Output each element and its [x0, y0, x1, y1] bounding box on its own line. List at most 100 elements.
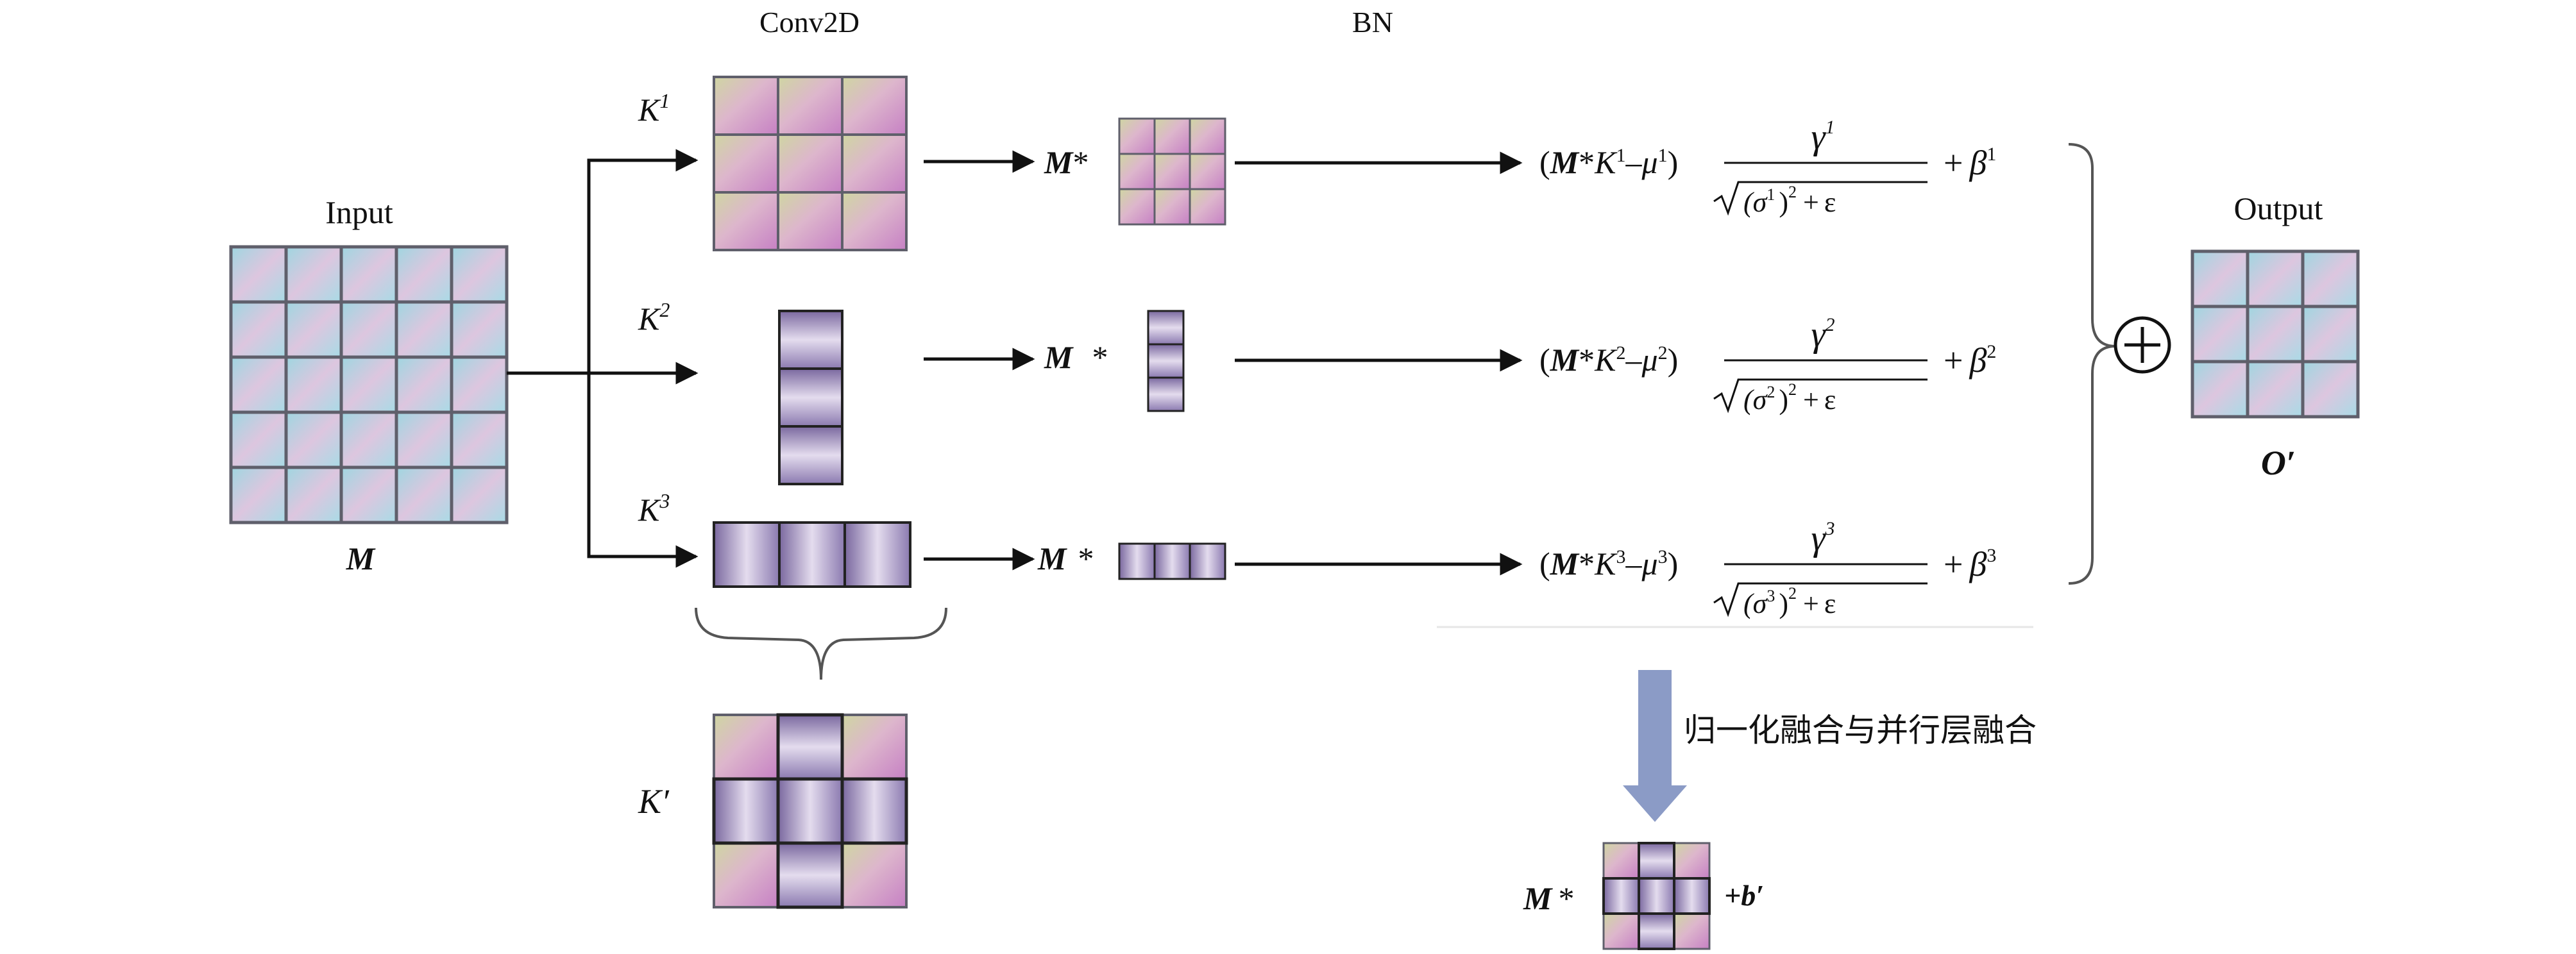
output-matrix-cell — [2190, 249, 2250, 308]
fused-kernel-horizontal-cell — [776, 777, 844, 845]
input-matrix-cell — [394, 300, 453, 359]
input-matrix-cell — [339, 355, 398, 414]
output-symbol: O′ — [2261, 444, 2296, 482]
bn-denominator-3: (σ3)2+ε — [1743, 584, 1836, 619]
output-matrix-cell — [2190, 305, 2250, 364]
product-3-matrix-cell — [1153, 542, 1191, 580]
product-1-matrix-cell — [1118, 153, 1156, 190]
input-matrix-cell — [450, 245, 509, 304]
input-matrix-cell — [229, 300, 288, 359]
result-matrix-cell — [1673, 842, 1711, 880]
fused-kernel-matrix-cell — [713, 714, 779, 780]
kernel-3-matrix-cell — [713, 521, 781, 588]
result-matrix-horizontal-cell — [1602, 877, 1640, 915]
product-3-matrix-cell — [1189, 542, 1226, 580]
product-1-matrix-cell — [1153, 188, 1191, 226]
output-matrix-cell — [2246, 305, 2305, 364]
product-2-matrix — [1147, 310, 1185, 412]
product-3-matrix — [1118, 542, 1226, 580]
output-matrix-cell — [2301, 249, 2360, 308]
input-matrix-cell — [284, 245, 343, 304]
output-matrix — [2190, 249, 2360, 419]
bn-sqrt-2 — [1713, 378, 1928, 414]
product-1-matrix-cell — [1189, 153, 1226, 190]
kernel-1-matrix-cell — [713, 191, 779, 251]
output-matrix-cell — [2246, 360, 2305, 419]
bn-expression-2: (M*K2–μ2) γ2 (σ2)2+ε +β2 — [1539, 314, 1996, 415]
input-matrix-cell — [229, 465, 288, 524]
kernel-2-matrix — [778, 310, 843, 485]
input-matrix-cell — [339, 300, 398, 359]
kernel-3-matrix-cell — [778, 521, 846, 588]
result-matrix-horizontal-cell — [1638, 877, 1675, 915]
result-bias: +b′ — [1724, 879, 1764, 912]
elementwise-sum-icon — [2114, 316, 2171, 374]
output-matrix-cell — [2301, 360, 2360, 419]
fused-kernel-matrix-cell — [841, 842, 908, 908]
input-matrix-cell — [394, 465, 453, 524]
bn-sqrt-1 — [1713, 181, 1928, 216]
product-1-matrix-cell — [1189, 188, 1226, 226]
result-matrix-vertical-cell — [1638, 842, 1675, 880]
input-matrix-cell — [450, 410, 509, 469]
fused-kernel-vertical-cell — [776, 841, 844, 909]
product-1-matrix-cell — [1189, 117, 1226, 155]
result-matrix-cell — [1602, 912, 1640, 950]
input-symbol: M — [346, 540, 376, 576]
input-matrix-cell — [339, 245, 398, 304]
input-title: Input — [325, 194, 393, 230]
kernel-1-matrix-cell — [713, 76, 779, 136]
conv2d-header: Conv2D — [759, 6, 860, 38]
bn-lhs-1: (M*K1–μ1) — [1539, 144, 1678, 180]
bn-header: BN — [1352, 6, 1393, 38]
kernel-1-matrix-cell — [777, 133, 843, 194]
result-matrix-horizontal-cell — [1673, 877, 1711, 915]
kernel-2-matrix-cell — [778, 310, 843, 370]
input-matrix-cell — [284, 465, 343, 524]
bn-denominator-2: (σ2)2+ε — [1743, 380, 1836, 415]
input-matrix-cell — [284, 355, 343, 414]
fused-kernel-matrix-cell — [713, 842, 779, 908]
product-1-matrix-cell — [1118, 188, 1156, 226]
kernel-3-matrix-cell — [843, 521, 911, 588]
input-matrix-cell — [284, 300, 343, 359]
fusion-arrow-icon — [1623, 670, 1687, 822]
fused-kernel-label: K′ — [638, 782, 670, 821]
kernel-1-matrix-cell — [713, 133, 779, 194]
input-matrix-cell — [284, 410, 343, 469]
product-2-matrix-cell — [1147, 376, 1185, 412]
result-matrix-horizontal — [1602, 877, 1711, 915]
bn-lhs-2: (M*K2–μ2) — [1539, 342, 1678, 378]
bn-lhs-3: (M*K3–μ3) — [1539, 546, 1678, 582]
bn-gamma-2: γ2 — [1811, 314, 1835, 355]
input-matrix-cell — [394, 410, 453, 469]
product-3-matrix-cell — [1118, 542, 1156, 580]
result-product-label: M* — [1523, 880, 1574, 916]
input-matrix-cell — [394, 245, 453, 304]
fused-kernel-vertical-cell — [776, 713, 844, 781]
kernel-label-1: K1 — [638, 89, 670, 128]
product-2-matrix-cell — [1147, 343, 1185, 379]
output-matrix-cell — [2246, 249, 2305, 308]
kernel-2-matrix-cell — [778, 367, 843, 428]
input-matrix-cell — [394, 355, 453, 414]
kernel-3-matrix — [713, 521, 911, 588]
fusion-caption: 归一化融合与并行层融合 — [1684, 712, 2037, 749]
bn-beta-2: +β2 — [1944, 341, 1996, 380]
input-matrix-cell — [229, 410, 288, 469]
sum-brace — [2068, 143, 2116, 585]
product-1-matrix-cell — [1118, 117, 1156, 155]
branch-connectors — [507, 149, 699, 568]
result-matrix-cell — [1673, 912, 1711, 950]
kernel-1-matrix-cell — [841, 76, 908, 136]
kernel-1-matrix — [713, 76, 908, 251]
product-1-matrix-cell — [1153, 153, 1191, 190]
input-matrix-cell — [450, 465, 509, 524]
bn-gamma-3: γ3 — [1811, 518, 1835, 558]
kernel-label-3: K3 — [638, 489, 670, 528]
fused-kernel-horizontal-cell — [712, 777, 780, 845]
bn-expression-1: (M*K1–μ1) γ1 (σ1)2+ε +β1 — [1539, 117, 1996, 218]
kernel-label-2: K2 — [638, 298, 670, 337]
grid-layer — [229, 76, 2360, 950]
input-matrix-cell — [339, 410, 398, 469]
